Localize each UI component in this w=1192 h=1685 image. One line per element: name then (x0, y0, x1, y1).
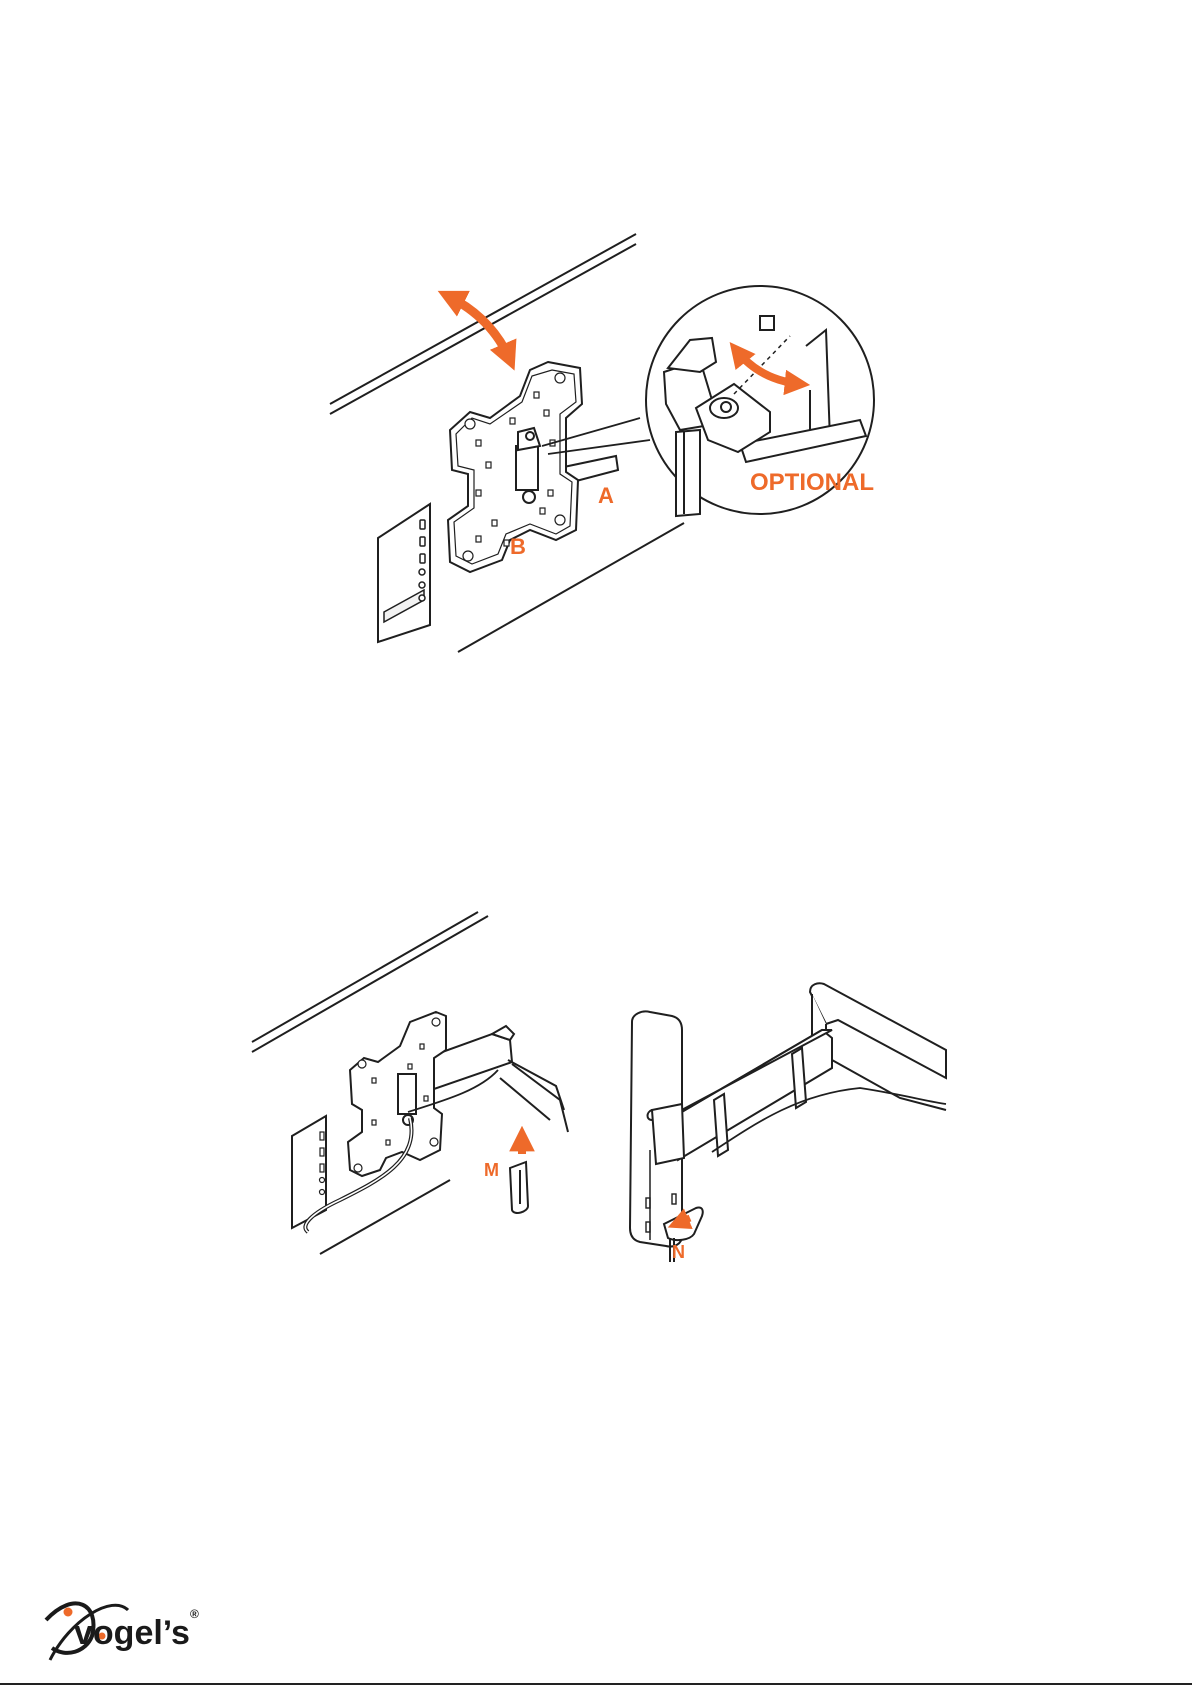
label-n: N (672, 1242, 685, 1262)
step-cable-right-illustration: N (630, 983, 946, 1262)
vogels-logo: vogel’s ® (46, 1603, 199, 1660)
cable-clip-m (510, 1162, 528, 1213)
vesa-plate (348, 1012, 446, 1176)
label-m: M (484, 1160, 499, 1180)
registered-mark: ® (190, 1607, 199, 1621)
brand-name: vogel’s (74, 1614, 190, 1652)
label-b: B (510, 534, 526, 559)
label-a: A (598, 483, 614, 508)
step-cable-left-illustration: M (252, 912, 568, 1254)
arm-closeup (648, 983, 947, 1164)
wall-plate (378, 504, 430, 642)
step-tilt-illustration: A B OPTIONAL (330, 234, 874, 652)
label-optional: OPTIONAL (750, 469, 874, 496)
double-arrow-icon (448, 296, 510, 360)
